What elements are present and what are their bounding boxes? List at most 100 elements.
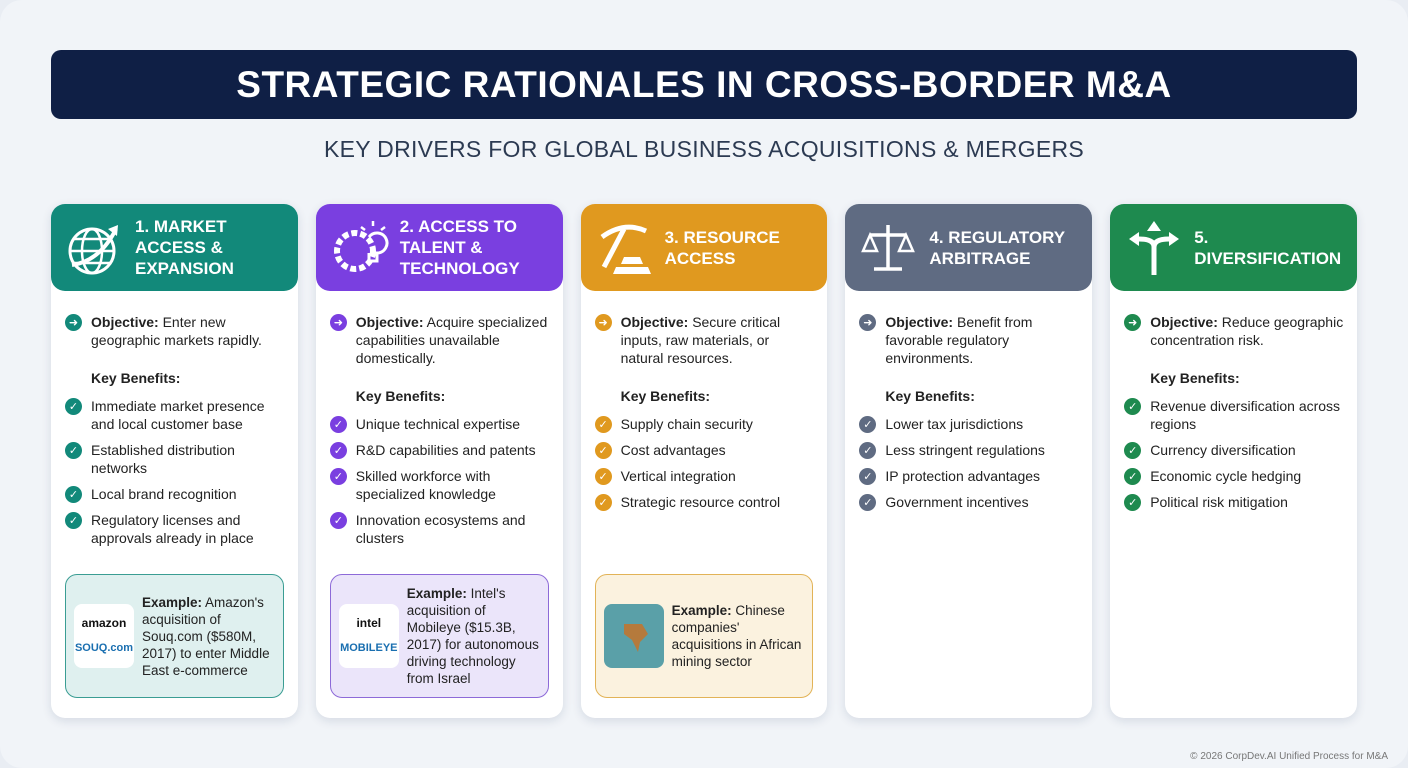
- benefit-item: ✓ Local brand recognition: [65, 485, 286, 503]
- example-box: Example: Chinese companies' acquisitions…: [594, 574, 814, 698]
- key-benefits-heading: Key Benefits:: [620, 388, 711, 404]
- benefit-text: Strategic resource control: [620, 494, 781, 510]
- copyright: © 2026 CorpDev.AI Unified Process for M&…: [1190, 751, 1388, 762]
- benefit-item: ✓ Less stringent regulations: [859, 441, 1080, 459]
- benefit-text: IP protection advantages: [885, 468, 1041, 484]
- arrow-right-icon: ➜: [859, 314, 877, 331]
- benefit-text: Supply chain security: [620, 416, 753, 432]
- benefit-item: ✓Immediate market presence and local cus…: [65, 397, 286, 433]
- key-benefits-heading: Key Benefits:: [1150, 370, 1240, 386]
- benefit-item: ✓ Cost advantages: [594, 441, 816, 459]
- objective-text: Enter new geographic markets rapidly.: [91, 314, 262, 348]
- benefit-text: Unique technical expertise: [355, 416, 521, 432]
- benefit-text: Lower tax jurisdictions: [885, 416, 1024, 432]
- check-icon: ✓: [859, 494, 877, 511]
- objective-text: Secure critical inputs, raw materials, o…: [620, 314, 781, 366]
- arrow-right-icon: ➜: [329, 314, 347, 331]
- check-icon: ✓: [594, 416, 612, 433]
- check-icon: ✓: [329, 442, 347, 459]
- benefit-item: ✓ Vertical integration: [594, 467, 816, 485]
- benefit-item: ✓ Currency diversification: [1124, 441, 1345, 459]
- rationale-card: 4. Regulatory Arbitrage ➜ Objective: Ben…: [845, 204, 1093, 718]
- split-arrows-icon: [1129, 220, 1180, 275]
- objective-label: Objective:: [91, 314, 159, 330]
- objective-label: Objective:: [885, 314, 954, 330]
- objective-label: Objective:: [620, 314, 689, 330]
- check-icon: ✓: [1124, 398, 1142, 415]
- benefit-text: Vertical integration: [620, 468, 736, 484]
- benefit-item: ✓Skilled workforce with specialized know…: [329, 467, 551, 503]
- check-icon: ✓: [329, 416, 347, 433]
- benefit-text: Cost advantages: [620, 442, 726, 458]
- logo-text: intel: [356, 616, 382, 630]
- objective-text: Acquire specialized capabilities unavail…: [355, 314, 548, 366]
- check-icon: ✓: [329, 468, 347, 485]
- benefit-item: ✓Established distribution networks: [65, 441, 286, 477]
- check-icon: ✓: [65, 512, 82, 529]
- rationale-card: 3. Resource Access ➜ Objective: Secure c…: [580, 204, 828, 718]
- objective-text: Reduce geographic concentration risk.: [1150, 314, 1344, 348]
- check-icon: ✓: [594, 442, 612, 459]
- benefit-text: Regulatory licenses and approvals alread…: [91, 512, 254, 546]
- arrow-right-icon: ➜: [65, 314, 82, 331]
- card-header: 2. Access to Talent & Technology: [315, 204, 563, 291]
- benefit-item: ✓ Unique technical expertise: [329, 415, 551, 433]
- benefit-text: Local brand recognition: [91, 486, 237, 502]
- benefit-item: ✓ Revenue diversification across regions: [1124, 397, 1345, 433]
- check-icon: ✓: [329, 512, 347, 529]
- objective: ➜ Objective: Enter new geographic market…: [65, 313, 286, 349]
- card-title: 3. Resource Access: [664, 227, 780, 268]
- objective: ➜ Objective: Reduce geographic concentra…: [1124, 313, 1345, 349]
- benefit-item: ✓ Regulatory licenses and approvals alrea…: [65, 511, 286, 547]
- benefit-text: R&D capabilities and patents: [355, 442, 536, 458]
- check-icon: ✓: [859, 468, 877, 485]
- benefit-text: Currency diversification: [1150, 442, 1296, 458]
- check-icon: ✓: [1124, 494, 1142, 511]
- card-title: 5. Diversification: [1194, 227, 1342, 268]
- benefit-text: Less stringent regulations: [885, 442, 1045, 458]
- benefit-text: Political risk mitigation: [1150, 494, 1288, 510]
- card-header: 3. Resource Access: [580, 204, 828, 291]
- benefit-item: ✓ IP protection advantages: [859, 467, 1080, 485]
- arrow-right-icon: ➜: [594, 314, 612, 331]
- example-label: Example:: [406, 586, 467, 601]
- benefit-text: Government incentives: [885, 494, 1029, 510]
- benefit-item: ✓ Political risk mitigation: [1124, 493, 1345, 511]
- check-icon: ✓: [65, 398, 82, 415]
- example-text: Amazon's acquisition of Souq.com ($580M,…: [142, 594, 270, 678]
- logo-text: MOBILEYE: [340, 642, 398, 654]
- card-header: 4. Regulatory Arbitrage: [845, 204, 1093, 291]
- page-subtitle: KEY DRIVERS FOR GLOBAL BUSINESS ACQUISIT…: [323, 136, 1085, 162]
- check-icon: ✓: [594, 494, 612, 511]
- check-icon: ✓: [859, 416, 877, 433]
- page-title: STRATEGIC RATIONALES IN CROSS-BORDER M&A: [51, 50, 1357, 119]
- objective: ➜ Objective: Secure critical inputs, raw…: [594, 313, 816, 367]
- check-icon: ✓: [1124, 442, 1142, 459]
- key-benefits-heading: Key Benefits:: [885, 388, 975, 404]
- example-label: Example:: [671, 603, 732, 618]
- check-icon: ✓: [65, 486, 82, 503]
- rationale-columns: 1. Market Access & Expansion ➜ Objective…: [51, 204, 1357, 718]
- globe-arrow-icon: [68, 224, 118, 274]
- card-header: 5. Diversification: [1110, 204, 1357, 291]
- example-label: Example:: [142, 594, 203, 610]
- card-title: 2. Access to Talent & Technology: [399, 217, 520, 278]
- benefit-text: Innovation ecosystems and clusters: [355, 512, 526, 546]
- example-text: Chinese companies' acquisitions in Afric…: [671, 603, 802, 669]
- objective-label: Objective:: [1150, 314, 1218, 330]
- benefit-text: Revenue diversification across regions: [1150, 398, 1341, 432]
- benefit-item: ✓ R&D capabilities and patents: [329, 441, 551, 459]
- rationale-card: 5. Diversification ➜ Objective: Reduce g…: [1110, 204, 1357, 718]
- pickaxe-gold-icon: [600, 224, 651, 274]
- objective: ➜ Objective: Acquire specialized capabil…: [329, 313, 551, 367]
- benefit-item: ✓ Supply chain security: [594, 415, 816, 433]
- card-header: 1. Market Access & Expansion: [51, 204, 298, 291]
- objective-text: Benefit from favorable regulatory enviro…: [885, 314, 1033, 366]
- check-icon: ✓: [594, 468, 612, 485]
- benefit-item: ✓ Government incentives: [859, 493, 1080, 511]
- check-icon: ✓: [859, 442, 877, 459]
